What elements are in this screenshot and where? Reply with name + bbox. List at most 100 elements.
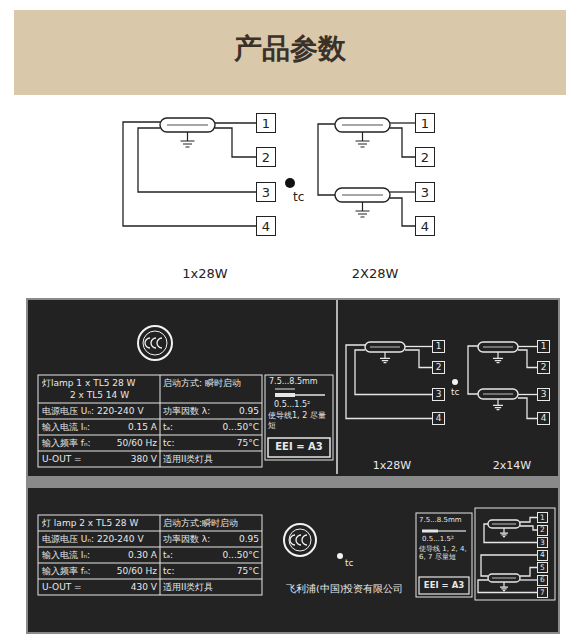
pin-number: 4 [540, 551, 545, 559]
pin-number: 6 [540, 576, 545, 584]
wire [481, 555, 537, 576]
table-grid [38, 375, 262, 595]
label-text: 功率因数 λ: [163, 534, 210, 545]
label-text: 430 V [131, 582, 157, 593]
terminal-box: 3 [537, 537, 548, 548]
wiring [123, 118, 537, 593]
pin-number: 1 [262, 117, 270, 130]
pin-number: 2 [541, 363, 547, 372]
label-text: 2x14W [493, 459, 531, 472]
lamp-symbol [335, 188, 390, 217]
label-text: 启动方式:瞬时启动 [163, 518, 238, 529]
label-text: 输入频率 fₙ: [42, 438, 91, 449]
pin-number: 4 [436, 414, 442, 423]
wire [518, 394, 537, 395]
pin-number: 1 [540, 514, 545, 522]
pin-number: 1 [541, 342, 547, 351]
label-text: 50/60 Hz [117, 566, 157, 577]
label-text: 7.5...8.5mm [269, 377, 318, 387]
label-text: tc [345, 558, 353, 569]
pin-number: 4 [262, 220, 270, 233]
wire [520, 526, 537, 530]
label-text: 380 V [131, 454, 157, 465]
label-text: 0.15 A [128, 422, 157, 433]
label-text: 启动方式: 瞬时启动 [163, 378, 241, 389]
label-text: EEI = A3 [275, 441, 322, 453]
wire [390, 122, 415, 123]
diagram-caption: 1x28W [182, 266, 227, 282]
label-text: 0.30 A [128, 550, 157, 561]
pin-number: 7 [540, 589, 545, 597]
wire [390, 198, 415, 226]
terminal-box: 1 [537, 340, 550, 353]
wire [138, 128, 256, 192]
label-text: tₐ: [163, 422, 173, 433]
label-text: tc: [163, 566, 175, 577]
label-text: tc: [163, 438, 175, 449]
pin-number: 2 [262, 151, 270, 164]
lamp-symbol [365, 342, 405, 363]
pin-number: 2 [421, 151, 429, 164]
terminal-box: 5 [537, 562, 548, 573]
label-text: 75°C [237, 566, 259, 577]
label-text: tₐ: [163, 550, 173, 561]
label-text: 飞利浦(中国)投资有限公司 [286, 583, 403, 594]
label-photo [26, 298, 560, 634]
label-panel [28, 300, 558, 476]
lamp-symbol [335, 118, 390, 147]
label-text: U-OUT = [42, 454, 82, 465]
label-panel [28, 488, 558, 632]
wire [123, 122, 256, 226]
pin-number: 3 [540, 539, 545, 547]
pin-number: 2 [540, 526, 545, 534]
label-text: tc [451, 387, 459, 398]
wire [390, 128, 415, 157]
tc-point [337, 553, 343, 559]
terminal-box: 2 [432, 361, 445, 374]
label-text: 灯lamp 1 x TL5 28 W [42, 378, 135, 389]
label-text: 0.5...1.5² [274, 400, 310, 410]
label-text: 0...50°C [222, 550, 259, 561]
pin-number: 1 [436, 342, 442, 351]
label-text: 输入频率 fₙ: [42, 566, 91, 577]
pin-number: 1 [421, 117, 429, 130]
wire-gauge-box [265, 300, 555, 600]
lamp-symbol [478, 389, 518, 410]
pin-number: 4 [421, 220, 429, 233]
wire [520, 568, 537, 577]
pin-number: 3 [541, 390, 547, 399]
label-text: 输入电流 Iₙ: [42, 550, 90, 561]
label-text: 2 x TL5 14 W [70, 390, 129, 401]
label-text: 使导线1, 2 尽量短 [268, 411, 331, 430]
terminal-box: 2 [256, 147, 276, 167]
lamp-symbol [488, 574, 520, 591]
diagram-caption: 2X28W [352, 266, 399, 282]
terminal-box: 3 [432, 388, 445, 401]
wire [484, 524, 537, 543]
label-text: EEI = A3 [424, 580, 464, 590]
terminal-box: 4 [537, 412, 550, 425]
pin-number: 4 [541, 414, 547, 423]
pin-number: 2 [436, 363, 442, 372]
wire [355, 350, 432, 395]
diagram-caption: tc [293, 190, 304, 204]
terminal-box: 2 [415, 147, 435, 167]
label-text: 电源电压 Uₙ: 220-240 V [42, 406, 144, 417]
label-text: 使导线 1, 2, 4, 6, 7 尽量短 [419, 545, 471, 562]
label-text: 1x28W [373, 459, 411, 472]
label-text: 0.95 [239, 406, 259, 417]
terminal-box: 1 [537, 512, 548, 523]
label-text: 适用II类灯具 [163, 454, 213, 465]
terminal-box: 1 [415, 113, 435, 133]
page-title: 产品参数 [14, 30, 566, 68]
terminal-box: 7 [537, 587, 548, 598]
label-text: 输入电流 Iₙ: [42, 422, 90, 433]
label-text: 7.5...8.5mm [419, 516, 462, 524]
lamp-symbol [488, 520, 520, 537]
label-text: 0.5...1.5² [422, 535, 454, 543]
terminal-box: 2 [537, 525, 548, 536]
wire [518, 346, 537, 347]
label-text: 灯 lamp 2 x TL5 28 W [42, 518, 138, 529]
terminal-box: 3 [537, 388, 550, 401]
